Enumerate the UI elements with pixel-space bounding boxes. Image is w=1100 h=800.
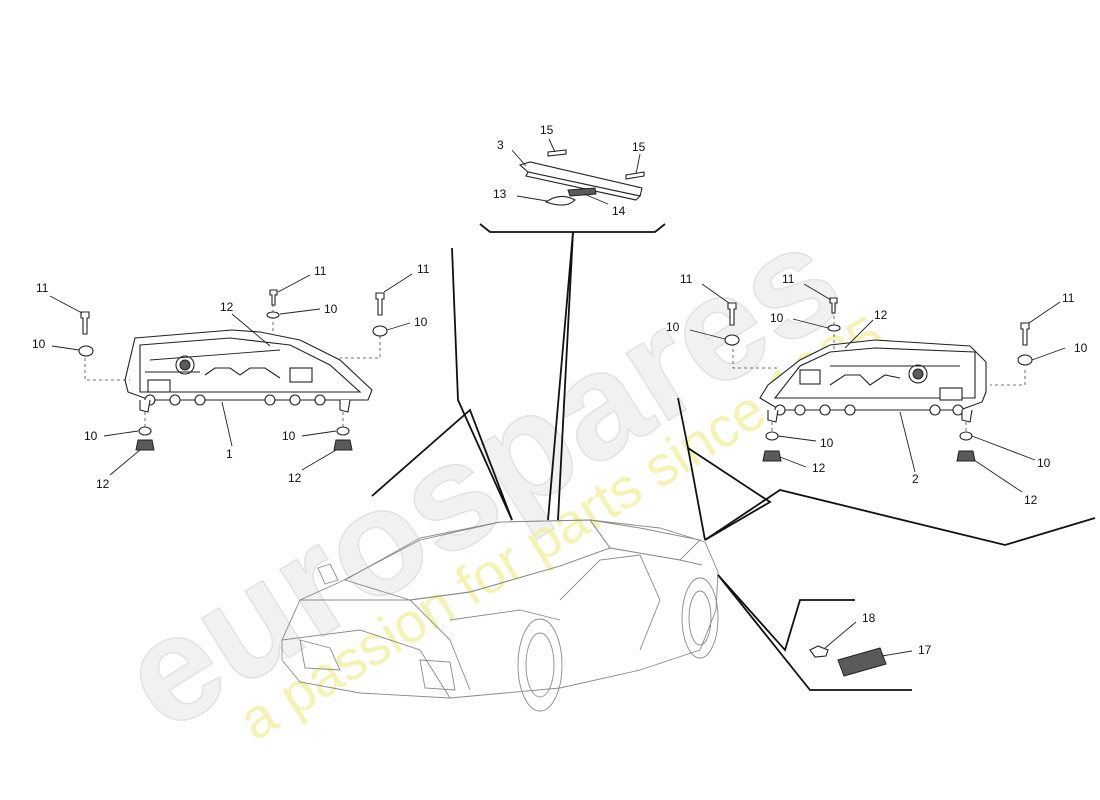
screw-11-left-c	[269, 289, 278, 306]
part-14-bracket[interactable]	[567, 187, 597, 197]
left-tail-light-group	[84, 298, 381, 428]
callout-right-10-d: 10	[820, 436, 834, 450]
callout-right-10-e: 10	[1037, 456, 1051, 470]
top-group	[518, 149, 645, 206]
callout-right-11-c: 11	[1062, 291, 1075, 305]
callout-left-12-a: 12	[220, 300, 234, 314]
screw-11-left-a	[80, 311, 90, 335]
washer-10-left-d	[138, 426, 152, 436]
washer-10-right-a	[724, 334, 740, 346]
bottom-group	[809, 645, 887, 677]
callout-right-10-c: 10	[1074, 341, 1088, 355]
callout-left-10-c: 10	[414, 315, 428, 329]
washer-10-left-b	[372, 325, 388, 337]
callout-top-15-b: 15	[632, 140, 646, 154]
right-tail-light-group	[732, 310, 1026, 432]
callout-labels: 11 10 11 10 11 10 12 10 12 10 12 1 3 15 …	[32, 123, 1088, 657]
screw-15-b	[625, 171, 645, 180]
nut-12-right-c	[956, 450, 976, 462]
callout-left-10-b: 10	[324, 302, 338, 316]
group-frames	[371, 223, 1096, 691]
washer-10-right-d	[765, 431, 779, 441]
watermark: eurospares a passion for parts since 198…	[92, 190, 895, 763]
callout-left-10-d: 10	[84, 429, 98, 443]
callout-right-10-a: 10	[666, 320, 680, 334]
washer-10-left-a	[78, 345, 94, 357]
screw-15-a	[547, 149, 567, 157]
screw-11-left-b	[375, 292, 385, 316]
callout-right-11-a: 11	[680, 272, 693, 286]
part-17-lamp[interactable]	[837, 647, 887, 677]
nut-12-left-c	[333, 439, 353, 451]
callout-top-15-a: 15	[540, 123, 554, 137]
callout-bottom-18: 18	[862, 611, 876, 625]
callout-top-13: 13	[493, 187, 507, 201]
callout-left-10-a: 10	[32, 337, 46, 351]
callout-left-12-c: 12	[288, 471, 302, 485]
callout-right-11-b: 11	[782, 272, 795, 286]
callout-left-12-b: 12	[96, 477, 110, 491]
callout-top-3: 3	[497, 138, 504, 152]
nut-12-right-b	[762, 450, 782, 462]
callout-right-10-b: 10	[770, 311, 784, 325]
leader-lines	[49, 138, 1066, 657]
screw-11-right-b	[829, 297, 838, 314]
screw-11-right-c	[1020, 322, 1030, 346]
callout-left-1: 1	[226, 447, 233, 461]
washer-10-right-c	[1017, 354, 1033, 366]
callout-right-12-a: 12	[874, 308, 888, 322]
car-outline	[281, 519, 719, 712]
callout-right-12-c: 12	[1024, 493, 1038, 507]
right-hardware	[724, 297, 1033, 462]
callout-right-12-b: 12	[812, 461, 826, 475]
part-3-bar[interactable]	[518, 161, 643, 197]
callout-bottom-17: 17	[918, 643, 932, 657]
part-18-bulb[interactable]	[809, 645, 829, 658]
screw-11-right-a	[727, 302, 737, 326]
washer-10-right-e	[959, 431, 973, 441]
callout-left-11-b: 11	[314, 264, 327, 278]
callout-right-2: 2	[912, 472, 919, 486]
callout-left-11-a: 11	[36, 281, 49, 295]
washer-10-left-c	[266, 311, 280, 319]
callout-top-14: 14	[612, 204, 626, 218]
washer-10-right-b	[827, 324, 841, 332]
washer-10-left-e	[336, 426, 350, 436]
callout-left-11-c: 11	[417, 262, 430, 276]
part-13-cover[interactable]	[544, 195, 576, 206]
callout-left-10-e: 10	[282, 429, 296, 443]
left-hardware	[78, 289, 388, 451]
watermark-logo: eurospares	[93, 191, 868, 762]
nut-12-left-b	[135, 439, 155, 451]
